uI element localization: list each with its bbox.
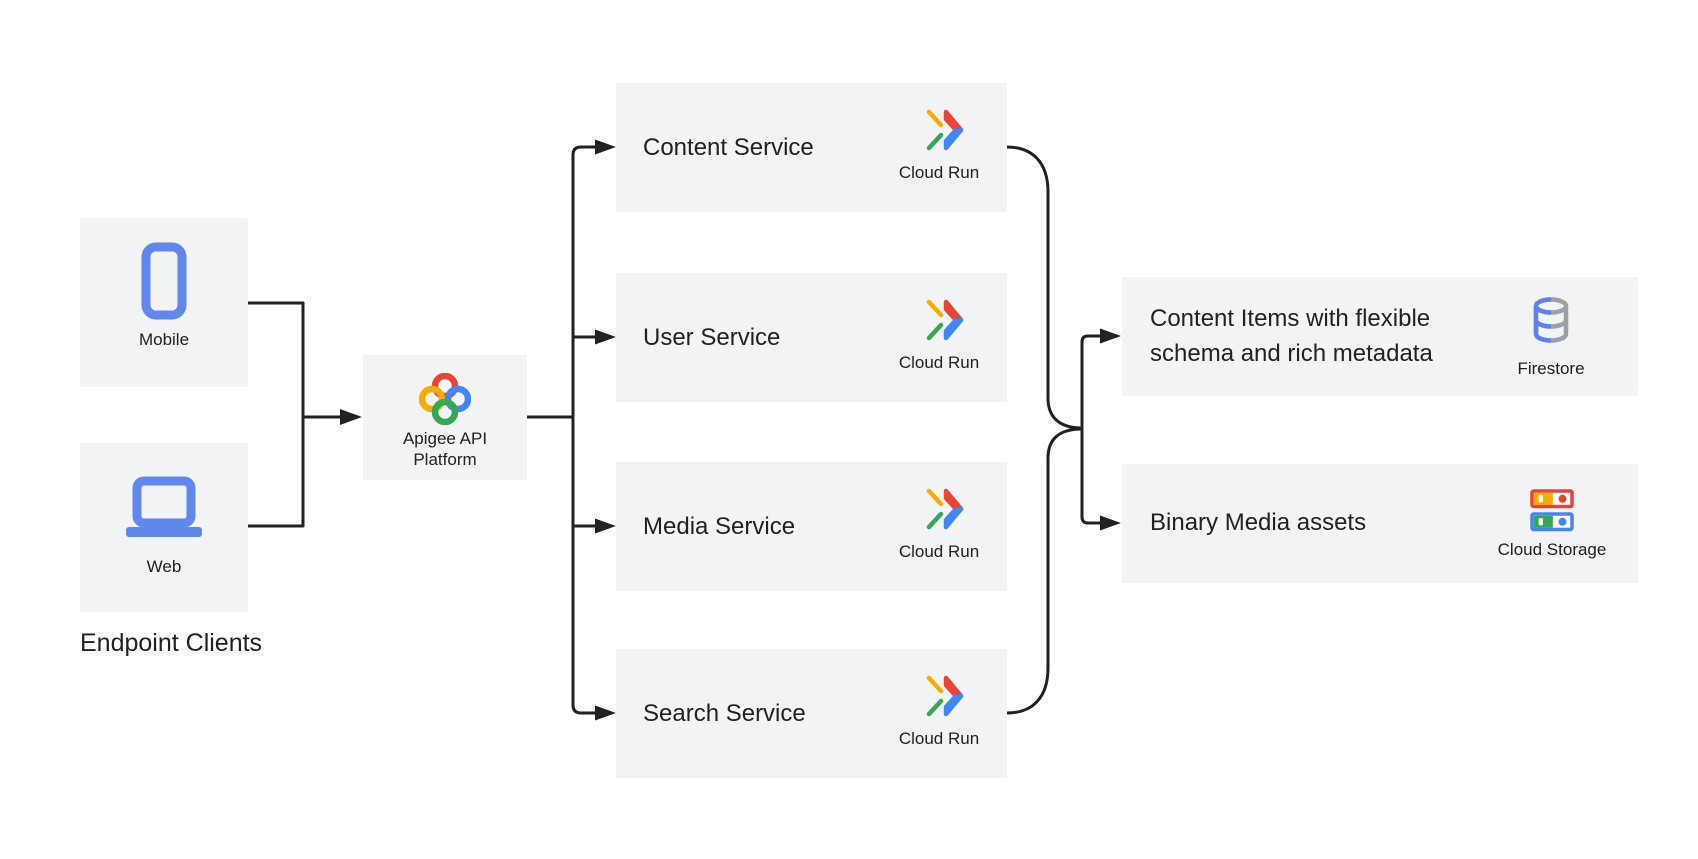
- web-label: Web: [146, 557, 182, 576]
- media-service-box: Media Service Cloud Run: [616, 462, 1007, 591]
- store-description: Binary Media assets: [1150, 509, 1367, 537]
- content-service-box: Content Service Cloud Run: [616, 83, 1007, 212]
- service-name: User Service: [643, 323, 781, 351]
- service-name: Media Service: [643, 512, 796, 540]
- cloud-storage-store-box: Binary Media assets Cloud Storage: [1122, 464, 1638, 583]
- platform-label: Cloud Run: [898, 729, 980, 748]
- firestore-icon: [1505, 297, 1597, 351]
- web-client-box: Web: [80, 443, 248, 612]
- platform-label: Cloud Run: [898, 353, 980, 372]
- service-name: Search Service: [643, 699, 806, 727]
- smartphone-icon: [141, 242, 187, 325]
- platform-label: Cloud Run: [898, 542, 980, 561]
- cloud-run-icon: [872, 673, 1006, 719]
- product-label: Cloud Storage: [1497, 540, 1607, 559]
- cloud-run-icon: [872, 486, 1006, 532]
- mobile-client-box: Mobile: [80, 218, 248, 387]
- cloud-storage-icon: [1497, 488, 1607, 533]
- apigee-box: Apigee API Platform: [363, 355, 527, 480]
- search-service-box: Search Service Cloud Run: [616, 649, 1007, 778]
- firestore-store-box: Content Items with flexible schema and r…: [1122, 277, 1638, 396]
- endpoint-clients-label: Endpoint Clients: [80, 629, 263, 657]
- cloud-run-icon: [872, 297, 1006, 343]
- apigee-label: Apigee API Platform: [402, 429, 488, 470]
- user-service-box: User Service Cloud Run: [616, 273, 1007, 402]
- apigee-icon: [418, 372, 472, 430]
- store-description: Content Items with flexible schema and r…: [1150, 305, 1433, 367]
- product-label: Firestore: [1517, 359, 1585, 378]
- laptop-icon: [124, 476, 204, 549]
- mobile-label: Mobile: [138, 330, 190, 349]
- platform-label: Cloud Run: [898, 163, 980, 182]
- service-name: Content Service: [643, 133, 814, 161]
- cloud-run-icon: [872, 107, 1006, 153]
